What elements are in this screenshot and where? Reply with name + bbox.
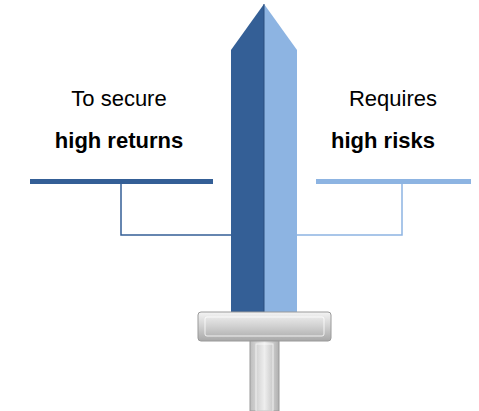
grip	[250, 341, 279, 411]
right-bar	[316, 179, 471, 184]
lead-text: To secure	[71, 86, 166, 112]
key-phrase: high risks	[331, 128, 435, 154]
lead-text: Requires	[349, 86, 437, 112]
left-bar	[30, 179, 213, 184]
blade-dark	[231, 4, 264, 313]
crossguard-bevel	[205, 317, 324, 336]
right-leader	[297, 184, 402, 235]
key-phrase: high returns	[55, 128, 183, 154]
blade-light	[264, 4, 297, 313]
left-leader	[121, 184, 231, 235]
crossguard	[198, 312, 331, 341]
blade-ridge	[264, 4, 265, 313]
grip-bevel	[256, 344, 273, 411]
